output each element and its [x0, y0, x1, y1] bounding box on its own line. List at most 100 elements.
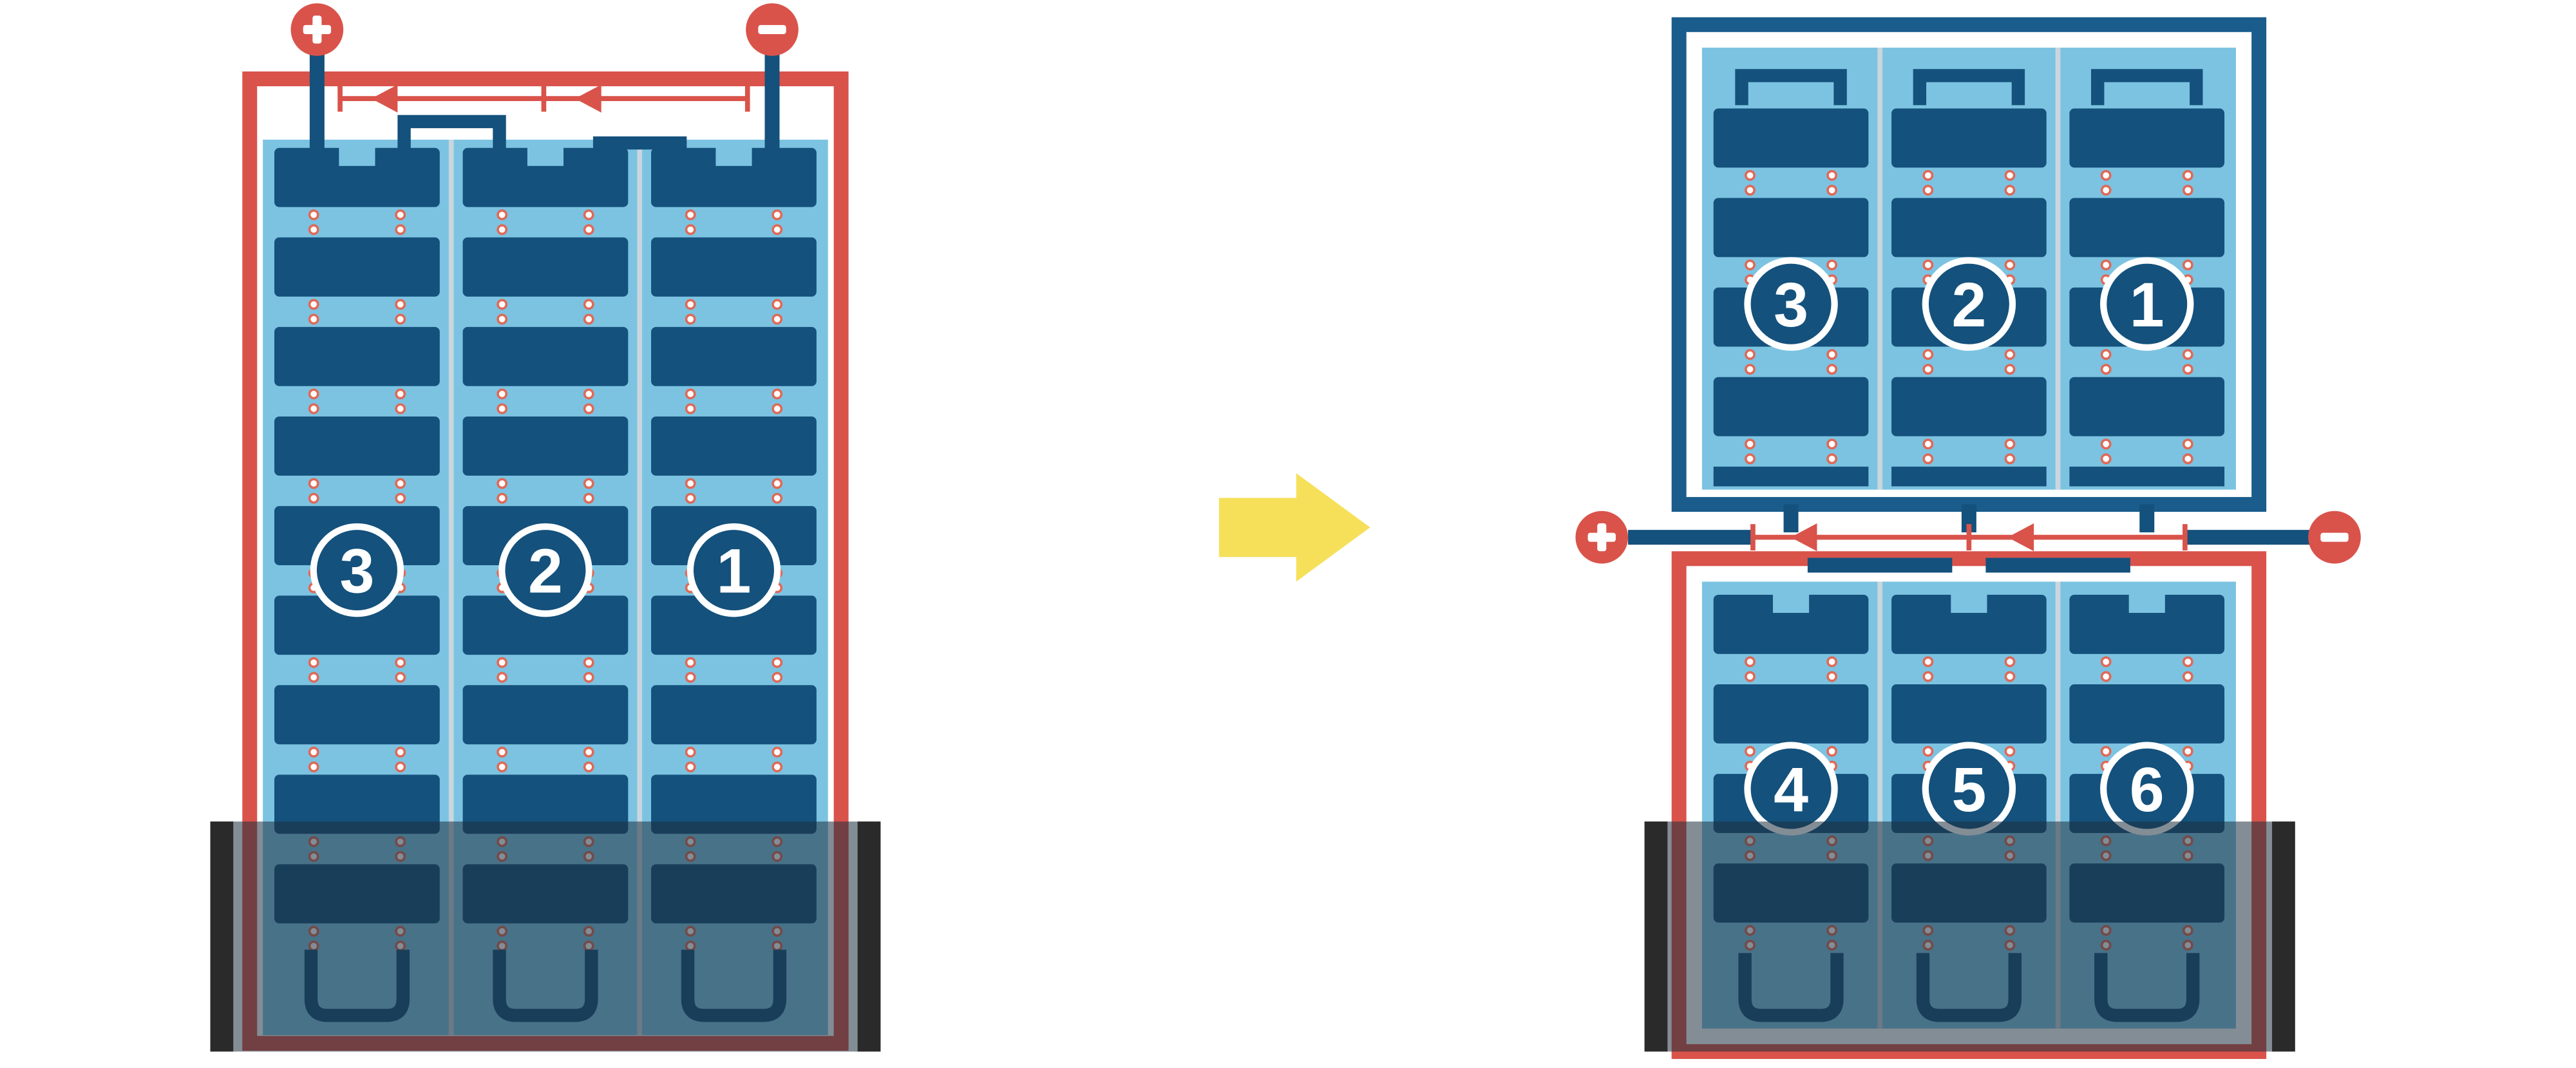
cell-dot: [583, 657, 594, 668]
cell-dot: [2100, 349, 2112, 361]
cell-dot: [1922, 185, 1934, 196]
cell-dot: [308, 657, 319, 668]
string-bridge: [1913, 69, 2025, 106]
minus-icon: [758, 24, 786, 34]
badge-circle: [1922, 257, 2016, 351]
cell-dot: [395, 314, 406, 325]
cell-dot: [395, 657, 406, 668]
cell-dot: [685, 388, 696, 400]
string-number-badge: 3: [310, 523, 404, 617]
cell-dot: [1745, 349, 1756, 361]
solar-cell: [462, 417, 629, 476]
transition-arrow: [1218, 473, 1370, 582]
cell-dot: [1922, 259, 1934, 270]
cell-dot: [2100, 364, 2112, 375]
cell-dot: [685, 299, 696, 310]
cell-dot: [395, 761, 406, 773]
cell-dot: [395, 224, 406, 236]
cell-dot: [2100, 656, 2112, 668]
cell-dot: [395, 403, 406, 415]
cell-dot: [772, 299, 783, 310]
cell-dot: [1922, 656, 1934, 668]
cell-dot: [2182, 185, 2193, 196]
cell-dot: [308, 403, 319, 415]
current-flow-wire: [337, 84, 750, 113]
cell-dot: [1922, 453, 1934, 465]
solar-cell: [651, 595, 817, 655]
cell-dot: [685, 671, 696, 683]
cell-dot: [2004, 656, 2016, 668]
string-number-badge: 4: [1744, 742, 1838, 836]
cell-dot: [2100, 453, 2112, 465]
badge-circle: [2100, 257, 2194, 351]
cell-dot: [395, 388, 406, 400]
terminal-post: [1961, 504, 1976, 532]
cell-dot: [1826, 349, 1838, 361]
cell-tab-notch: [1772, 593, 1810, 614]
cell-dot: [1922, 364, 1934, 375]
current-flow-wire: [1750, 523, 2188, 552]
cell-dot: [685, 314, 696, 325]
cell-tab-notch: [339, 146, 375, 166]
cell-dot: [685, 746, 696, 758]
solar-cell: [462, 326, 629, 386]
cell-dot: [583, 746, 594, 758]
side-rail-left: [210, 821, 234, 1052]
solar-cell: [462, 595, 629, 655]
cell-dot: [308, 492, 319, 504]
plus-icon: [1597, 523, 1607, 552]
cell-dot: [1745, 364, 1756, 375]
shade-region: [1644, 821, 2295, 1052]
cell-dot: [497, 492, 508, 504]
solar-cell: [1891, 198, 2047, 258]
string-number-badge: 2: [498, 523, 592, 617]
cell-dot: [497, 657, 508, 668]
cell-dot: [772, 314, 783, 325]
solar-cell: [274, 417, 440, 476]
cell-dot: [497, 314, 508, 325]
negative-terminal: [746, 3, 799, 56]
solar-cell: [274, 774, 440, 834]
cell-tab-notch: [527, 146, 564, 166]
cell-dot: [395, 671, 406, 683]
cell-dot: [685, 657, 696, 668]
solar-cell: [2069, 594, 2225, 654]
positive-terminal: [1575, 511, 1629, 564]
solar-cell: [2069, 684, 2225, 744]
cell-dot: [2182, 259, 2193, 270]
cell-dot: [583, 492, 594, 504]
cell-dot: [395, 209, 406, 221]
cell-dot: [772, 671, 783, 683]
shade-region: [210, 821, 881, 1052]
terminal-post: [1783, 504, 1799, 532]
solar-cell: [462, 685, 629, 745]
cell-dot: [2100, 259, 2112, 270]
cell-dot: [395, 478, 406, 489]
negative-terminal: [2308, 511, 2361, 564]
badge-circle: [310, 523, 404, 617]
cell-dot: [1922, 745, 1934, 757]
cell-dot: [308, 299, 319, 310]
cell-dot: [583, 478, 594, 489]
badge-circle: [498, 523, 592, 617]
cell-dot: [308, 388, 319, 400]
solar-cell: [1713, 198, 1869, 258]
cell-dot: [1745, 453, 1756, 465]
cell-dot: [2100, 671, 2112, 682]
cell-dot: [2182, 364, 2193, 375]
cell-dot: [583, 314, 594, 325]
cell-dot: [772, 388, 783, 400]
solar-cell: [274, 685, 440, 745]
side-rail-right: [2272, 821, 2295, 1052]
cell-dot: [772, 403, 783, 415]
solar-cell: [2069, 466, 2225, 487]
cell-dot: [2004, 671, 2016, 682]
cell-dot: [2004, 453, 2016, 465]
cell-dot: [772, 209, 783, 221]
cell-dot: [583, 761, 594, 773]
busbar: [1628, 530, 1753, 545]
cell-dot: [1826, 438, 1838, 450]
